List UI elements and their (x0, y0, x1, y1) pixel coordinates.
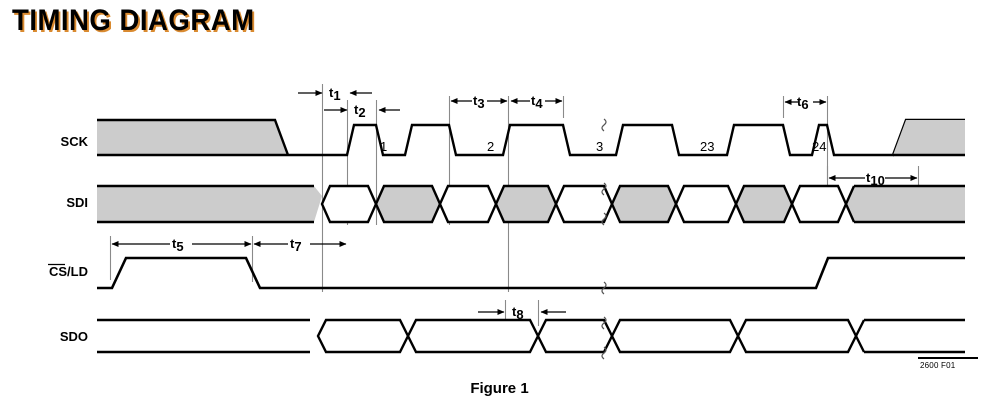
sdo-start-lines (97, 318, 310, 354)
timing-mark-t7: t7 (253, 236, 347, 254)
t3-label: t3 (473, 93, 485, 111)
timing-mark-t10: t10 (828, 170, 918, 188)
csld-break-symbol (601, 281, 607, 295)
t7-label: t7 (290, 236, 302, 254)
sck-cycle-24: 24 (812, 139, 826, 154)
csld-cs-text: CS (49, 264, 67, 279)
sck-cycle-23: 23 (700, 139, 714, 154)
sdo-cell-3 (536, 318, 614, 354)
timing-mark-t2: t2 (324, 102, 400, 120)
part-number-label: 2600 F01 (920, 361, 956, 370)
sck-dontcare-start-fill (97, 120, 288, 155)
waveform-sck: 1 2 3 23 24 (97, 118, 965, 157)
t8-label: t8 (512, 304, 524, 322)
sdo-cell-4 (610, 318, 740, 354)
t10-label: t10 (866, 170, 885, 188)
sdi-cell-6 (610, 184, 678, 224)
signal-label-sck: SCK (61, 134, 89, 149)
sdi-cell-3 (438, 184, 498, 224)
sdi-cell-2 (374, 184, 442, 224)
sck-break-symbol (601, 118, 607, 132)
sck-clock-train (97, 118, 965, 157)
sdi-cell-5 (554, 184, 614, 224)
t6-label: t6 (797, 94, 809, 112)
svg-text:CS/LD: CS/LD (49, 264, 88, 279)
sdo-break-symbol (601, 316, 607, 360)
t2-label: t2 (354, 102, 366, 120)
timing-mark-t1: t1 (298, 85, 372, 103)
csld-trace (97, 256, 965, 290)
sdi-cell-4 (494, 184, 558, 224)
timing-mark-t8: t8 (478, 304, 566, 322)
waveform-csld (97, 256, 965, 295)
signal-label-csld: CS/LD (48, 263, 88, 279)
sdi-dontcare-start-edges (97, 184, 314, 224)
sck-cycle-2: 2 (487, 139, 494, 154)
page-title: TIMING DIAGRAM (12, 4, 255, 37)
sdi-cell-8 (734, 184, 794, 224)
waveform-sdi (97, 182, 965, 226)
sdo-cell-1 (316, 318, 410, 354)
timing-mark-t6: t6 (784, 94, 827, 112)
sdi-dontcare-start-fill (97, 186, 322, 222)
t5-label: t5 (172, 236, 184, 254)
timing-mark-t4: t4 (510, 93, 563, 111)
signal-label-sdi: SDI (66, 195, 88, 210)
sck-dontcare-start-top (97, 118, 290, 156)
sdi-cell-9 (790, 184, 848, 224)
sdi-dontcare-end-fill (846, 186, 965, 222)
sdo-end-lines (854, 318, 965, 354)
sdi-break-symbol (601, 182, 607, 226)
csld-suffix-text: /LD (67, 264, 88, 279)
sdi-cell-1 (320, 184, 378, 224)
sdo-cell-2 (406, 318, 540, 354)
signal-labels: SCK SDI CS/LD SDO (48, 134, 89, 344)
waveform-sdo (97, 316, 965, 360)
sck-cycle-3: 3 (596, 139, 603, 154)
sck-dontcare-end-fill (893, 120, 965, 155)
signal-label-sdo: SDO (60, 329, 88, 344)
sdo-cell-5 (736, 318, 858, 354)
timing-mark-t3: t3 (450, 93, 508, 111)
sdi-dontcare-end-edges (844, 184, 965, 224)
t4-label: t4 (531, 93, 543, 111)
figure-caption: Figure 1 (470, 380, 529, 397)
timing-mark-t5: t5 (111, 236, 252, 254)
t1-label: t1 (329, 85, 341, 103)
sck-cycle-1: 1 (380, 139, 387, 154)
sdi-cell-7 (674, 184, 738, 224)
